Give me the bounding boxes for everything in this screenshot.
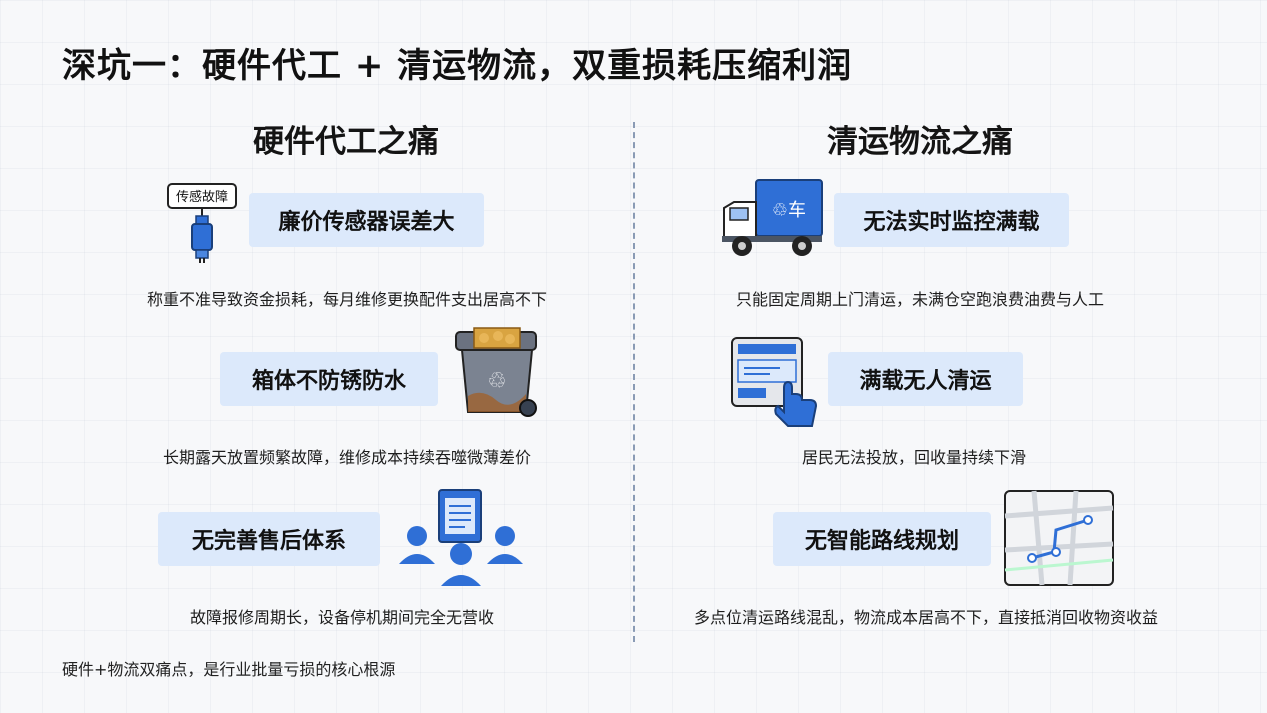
sensor-error-pill: 廉价传感器误差大 <box>249 193 484 247</box>
support-team-icon <box>393 488 529 588</box>
left-heading: 硬件代工之痛 <box>253 124 439 160</box>
bin-rust-desc: 长期露天放置频繁故障，维修成本持续吞噬微薄差价 <box>162 448 531 467</box>
sensor-tag-text: 传感故障 <box>176 189 228 205</box>
full-no-pickup-pill: 满载无人清运 <box>828 352 1023 406</box>
sensor-fault-icon: 传感故障 <box>166 182 238 264</box>
sensor-error-desc: 称重不准导致资金损耗，每月维修更换配件支出居高不下 <box>146 290 547 309</box>
no-support-desc: 故障报修周期长，设备停机期间完全无营收 <box>189 608 494 627</box>
truck-icon: ♲车 <box>720 178 824 262</box>
touch-screen-icon <box>730 336 842 428</box>
slide-title: 深坑一：硬件代工 + 清运物流，双重损耗压缩利润 <box>62 46 853 86</box>
full-no-pickup-desc: 居民无法投放，回收量持续下滑 <box>801 448 1026 467</box>
route-map-icon <box>1004 490 1114 586</box>
svg-text:♲: ♲ <box>487 369 507 394</box>
no-support-pill: 无完善售后体系 <box>158 512 380 566</box>
truck-tag-text: ♲车 <box>772 200 806 221</box>
slide-footer: 硬件+物流双痛点，是行业批量亏损的核心根源 <box>62 660 396 679</box>
no-monitor-pill: 无法实时监控满载 <box>834 193 1069 247</box>
right-heading: 清运物流之痛 <box>827 124 1013 160</box>
no-monitor-desc: 只能固定周期上门清运，未满仓空跑浪费油费与人工 <box>735 290 1104 309</box>
bin-rust-pill: 箱体不防锈防水 <box>220 352 438 406</box>
column-divider <box>633 122 635 642</box>
no-route-desc: 多点位清运路线混乱，物流成本居高不下，直接抵消回收物资收益 <box>693 608 1158 627</box>
no-route-pill: 无智能路线规划 <box>773 512 991 566</box>
rusty-bin-icon: ♲ <box>452 326 542 422</box>
